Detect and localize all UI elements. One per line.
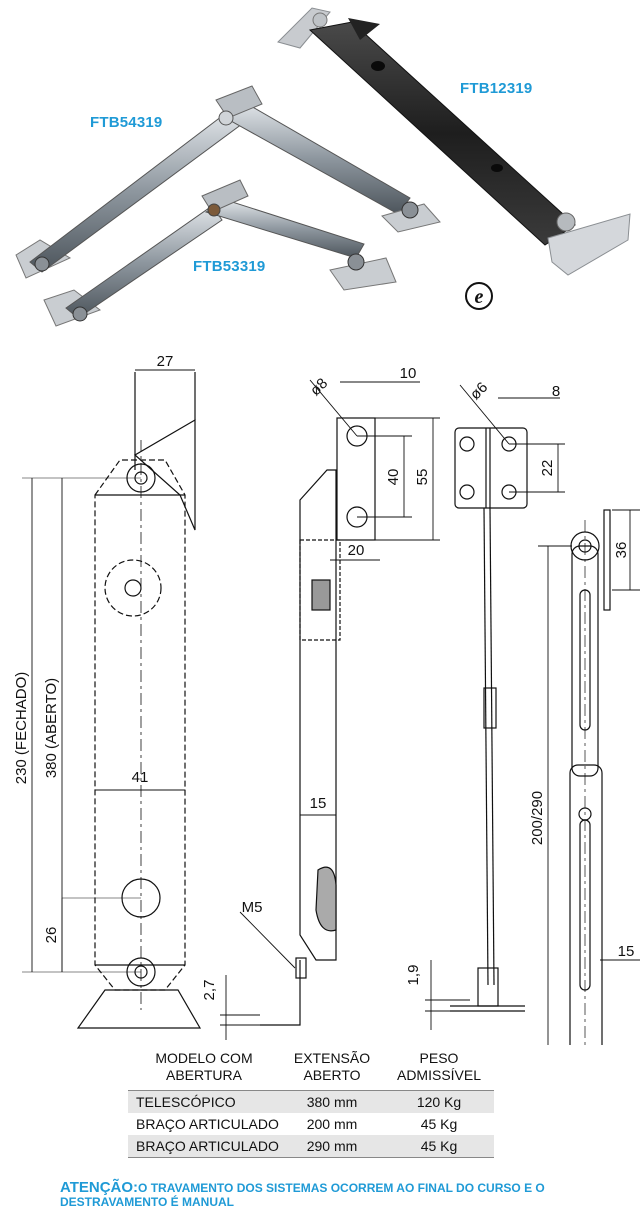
telescopic-stay-photo: [277, 7, 631, 276]
brand-logo-letter: e: [475, 286, 484, 308]
table-row: BRAÇO ARTICULADO 200 mm 45 Kg: [128, 1113, 494, 1135]
product-label-ftb53319: FTB53319: [193, 258, 266, 275]
technical-drawing-art: 27 41 26 230 (FECHADO) 380 (ABERTO) ø8 1…: [13, 353, 640, 1090]
dim-hole-8: ø8: [307, 375, 331, 399]
dim-m5: M5: [242, 899, 263, 916]
table-row: BRAÇO ARTICULADO 290 mm 45 Kg: [128, 1135, 494, 1158]
dim-27: 27: [157, 353, 174, 370]
dim-15-side: 15: [310, 795, 327, 812]
attention-text: O TRAVAMENTO DOS SISTEMAS OCORREM AO FIN…: [60, 1181, 545, 1209]
dim-15-arm: 15: [618, 943, 635, 960]
table-cell: 45 Kg: [420, 1116, 458, 1132]
table-cell: 120 Kg: [384, 1090, 494, 1113]
articulated-arm-long-photo: [15, 85, 441, 279]
dim-2-7: 2,7: [201, 980, 218, 1001]
dim-55: 55: [414, 469, 431, 486]
table-cell: BRAÇO ARTICULADO: [128, 1135, 280, 1158]
dim-1-9: 1,9: [405, 965, 422, 986]
dim-hole-6: ø6: [467, 379, 491, 403]
table-cell: 290 mm: [280, 1135, 384, 1158]
spec-table: MODELO COM ABERTURA EXTENSÃO ABERTO PESO…: [128, 1050, 498, 1158]
dim-8: 8: [552, 383, 560, 400]
telescopic-front-view: [76, 372, 202, 1029]
dim-40: 40: [385, 469, 402, 486]
dim-20: 20: [348, 542, 365, 559]
header-modelo: MODELO COM ABERTURA: [155, 1050, 253, 1083]
table-row: TELESCÓPICO 380 mm 120 Kg: [128, 1090, 494, 1113]
attention-label: ATENÇÃO:: [60, 1179, 139, 1196]
header-extensao: EXTENSÃO ABERTO: [293, 1050, 371, 1083]
articulated-arm-short-photo: [43, 179, 397, 327]
arm-side-view: [450, 427, 528, 1012]
dim-22: 22: [539, 460, 556, 477]
dim-26: 26: [43, 927, 60, 944]
dim-41: 41: [132, 769, 149, 786]
arm-front-view: [569, 509, 611, 1090]
technical-drawing: 27 41 26 230 (FECHADO) 380 (ABERTO) ø8 1…: [0, 345, 640, 1090]
table-cell: 380 mm: [280, 1090, 384, 1113]
table-cell: TELESCÓPICO: [128, 1090, 280, 1113]
product-label-ftb12319: FTB12319: [460, 80, 533, 97]
product-photo: e FTB54319 FTB12319 FTB53319: [0, 0, 640, 345]
header-peso: PESO ADMISSÍVEL: [396, 1050, 482, 1083]
dim-10: 10: [400, 365, 417, 382]
brand-logo: e: [465, 282, 493, 310]
table-cell: 200 mm: [306, 1116, 358, 1132]
product-photo-art: e: [15, 7, 631, 327]
product-label-ftb54319: FTB54319: [90, 114, 163, 131]
table-cell: 45 Kg: [384, 1135, 494, 1158]
dim-36: 36: [613, 542, 630, 559]
dim-380-aberto: 380 (ABERTO): [43, 678, 60, 778]
dim-200-290: 200/290: [529, 791, 546, 845]
table-cell: BRAÇO ARTICULADO: [136, 1116, 279, 1132]
telescopic-side-view: [260, 417, 376, 1026]
attention-note: ATENÇÃO:O TRAVAMENTO DOS SISTEMAS OCORRE…: [60, 1179, 630, 1209]
dim-230-fechado: 230 (FECHADO): [13, 672, 30, 785]
